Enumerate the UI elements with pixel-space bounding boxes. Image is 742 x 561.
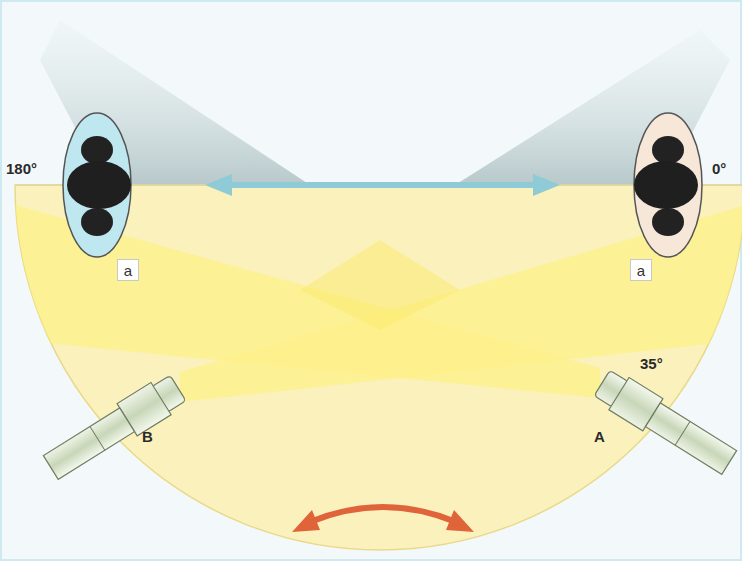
angle-label: 0° <box>712 160 726 177</box>
light-fixture <box>592 367 739 479</box>
observer-tag: a <box>117 259 139 281</box>
rotation-arrow <box>292 507 474 532</box>
observer-letter: a <box>637 262 645 279</box>
angle-label: 35° <box>640 355 663 372</box>
fixture-label: B <box>142 428 153 445</box>
light-fixture <box>41 372 188 484</box>
angle-label: 180° <box>6 160 37 177</box>
observer-tag: a <box>630 259 652 281</box>
viewing-arrow <box>205 174 560 196</box>
room-floor <box>15 185 742 550</box>
observer <box>63 113 131 257</box>
fixture-label: A <box>594 428 605 445</box>
beam-overlap <box>300 240 460 330</box>
observer-letter: a <box>124 262 132 279</box>
observer <box>634 113 702 257</box>
